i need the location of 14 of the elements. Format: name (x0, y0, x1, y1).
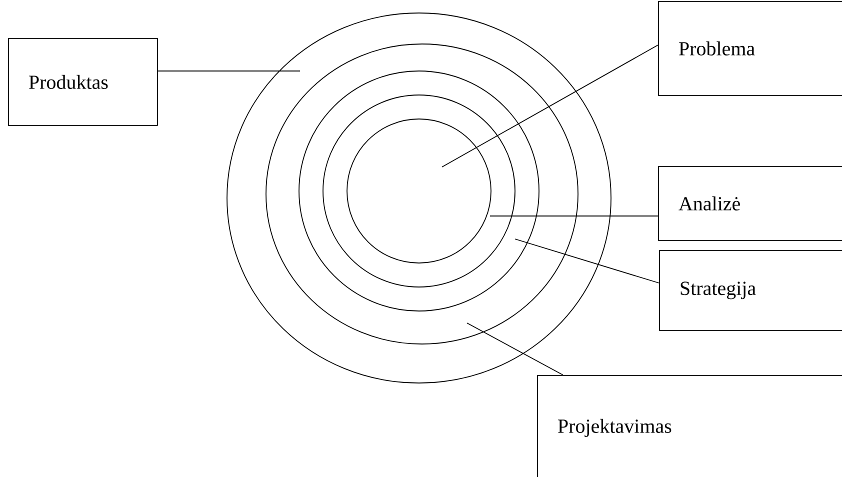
leader-line (514, 238, 660, 284)
label-box: Strategija (659, 250, 842, 331)
leader-line (156, 70, 300, 72)
label-box: Projektavimas (537, 375, 842, 477)
ring (322, 94, 516, 288)
ring (298, 70, 540, 312)
leader-line (442, 44, 658, 168)
label-box: Problema (658, 1, 842, 96)
leader-line (466, 322, 564, 376)
label-box: Produktas (8, 38, 158, 126)
ring (226, 12, 612, 384)
ring (266, 44, 578, 344)
ring (346, 118, 492, 264)
label-box: Analizė (658, 166, 842, 241)
